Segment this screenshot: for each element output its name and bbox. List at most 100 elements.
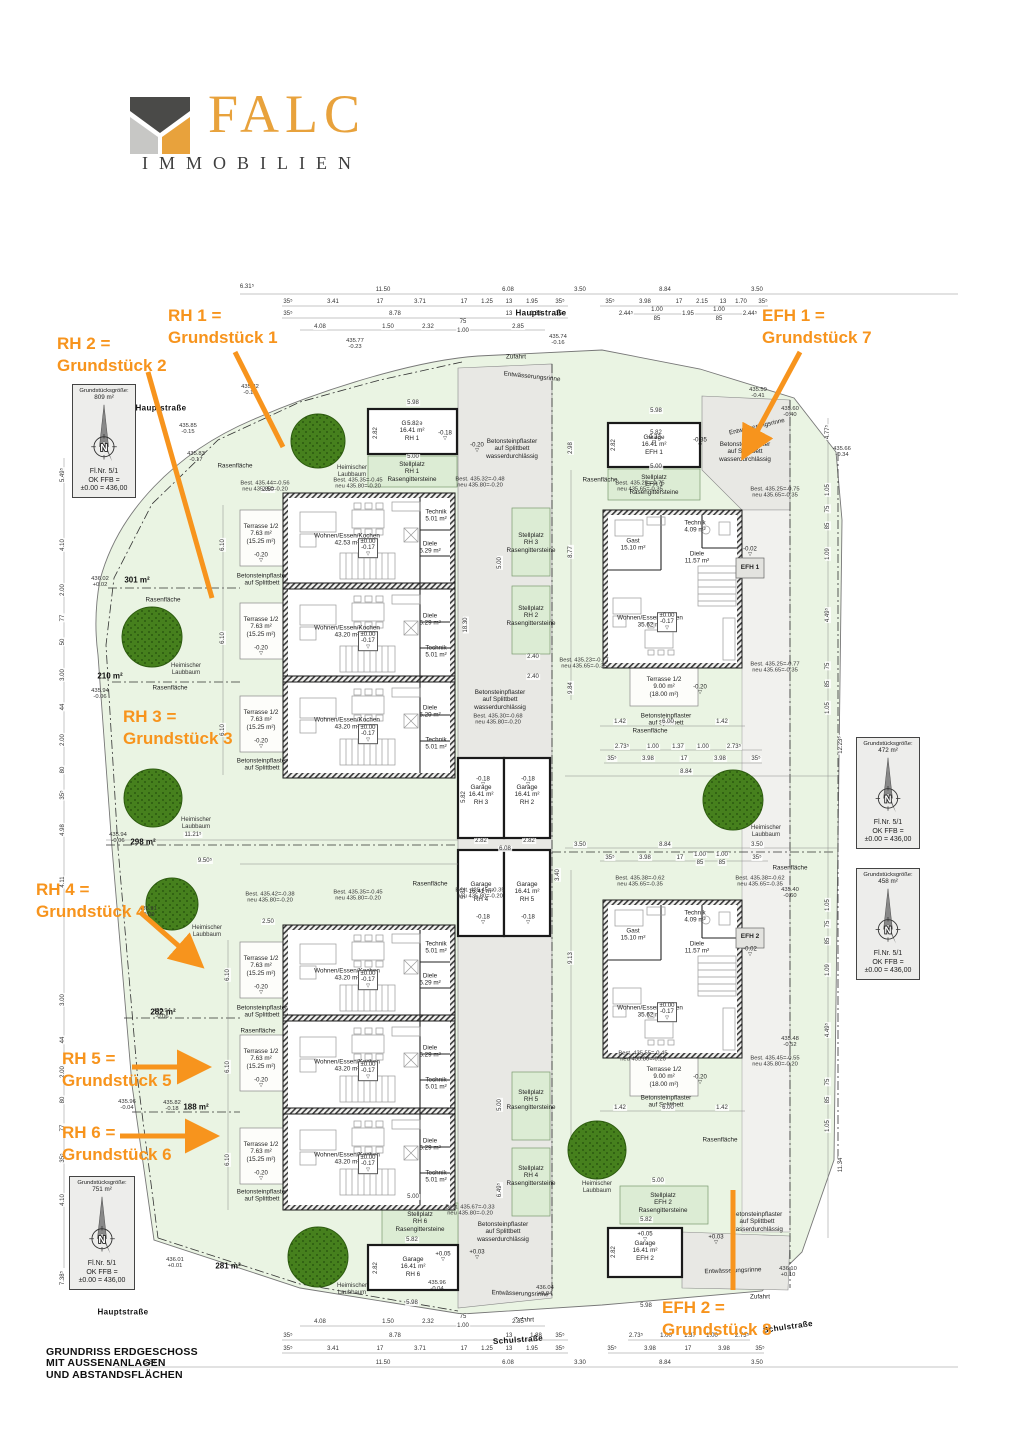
dimension-label: 1.37 xyxy=(671,744,685,750)
parcel-number: Fl.Nr. 5/1 xyxy=(873,818,903,826)
dimension-label: 35⁵ xyxy=(606,1346,618,1352)
efh1-house xyxy=(602,509,743,669)
dimension-label: 1.00 xyxy=(659,1333,673,1339)
dimension-label: 1.50 xyxy=(381,1319,395,1325)
dimension-label: 2.00 xyxy=(60,583,66,597)
efh1-entrance-box xyxy=(735,557,765,579)
dimension-label: 77 xyxy=(60,613,66,623)
site-boundary xyxy=(95,349,843,1315)
dimension-label: 17 xyxy=(679,756,689,762)
area-label: 301 m² xyxy=(124,575,150,585)
compass-box-4: Grundstücksgröße: 751 m² N Fl.Nr. 5/1 OK… xyxy=(69,1176,135,1290)
dimension-label: 2.82 xyxy=(522,838,536,844)
plan-label: Garage 16.41 m² RH 5 xyxy=(514,880,540,903)
level-marker: +0.05 xyxy=(435,1251,450,1262)
dimension-label: 2.40 xyxy=(526,674,540,680)
dimension-label: 5.98 xyxy=(649,408,663,414)
dimension-label: 2.82 xyxy=(474,838,488,844)
plan-label: Betonsteinpflaster auf Splittbett wasser… xyxy=(719,440,771,463)
dimension-label: 80 xyxy=(60,1095,66,1105)
level-marker: ±0.00 -0.17 xyxy=(358,538,378,558)
tree-label: Heimischer Laubbaum xyxy=(336,1282,368,1296)
plot-size-value: 809 m² xyxy=(94,394,114,402)
plot-size-title: Grundstücksgröße: xyxy=(79,388,129,394)
tree-label: Heimischer Laubbaum xyxy=(191,924,223,938)
north-arrow-icon: N xyxy=(875,757,901,813)
dimension-label: 6.10 xyxy=(225,1060,231,1074)
plan-label: Diele 6.29 m² xyxy=(419,972,441,987)
elevation-note: Best. 435.25=-0.75 neu 435.65=-0.35 xyxy=(615,480,665,493)
dimension-label: 6.00 xyxy=(661,1105,675,1111)
dimension-label: 5.82 xyxy=(461,886,467,900)
dimension-label: 1.88 xyxy=(529,1333,543,1339)
plan-label: Garage 16.41 m² RH 3 xyxy=(468,783,494,806)
dimension-label: 6.10 xyxy=(225,968,231,982)
dimension-label: 1.00 xyxy=(715,852,729,858)
plan-label: Rasenfläche xyxy=(145,596,181,604)
plan-label: Terrasse 1/2 7.63 m² (15.25 m²) xyxy=(243,954,279,977)
level-marker: -0.02 xyxy=(743,546,757,557)
plan-label: Technik 5.01 m² xyxy=(425,940,447,955)
dimension-label: 6.00 xyxy=(661,719,675,725)
plan-label: Betonsteinpflaster auf Splittbett wasser… xyxy=(474,688,526,711)
level-marker: -0.18 xyxy=(521,776,535,787)
plan-label: Entwässerungsrinne xyxy=(704,1266,762,1276)
elevation-note: Best. 435.42=-0.38 neu 435.80=-0.20 xyxy=(245,891,295,904)
plan-label: Stellplatz RH 2 Rasengittersteine xyxy=(506,604,556,627)
elevation-reference: ±0.00 = 436,00 xyxy=(78,1277,126,1285)
plan-label: Wohnen/Essen/Kochen 43.20 m² xyxy=(314,1058,380,1073)
spot-elevation: 436.04 +0.04 xyxy=(536,1284,554,1297)
level-marker: +0.05 xyxy=(637,1231,652,1242)
level-marker: ±0.00 -0.17 xyxy=(358,631,378,651)
plan-label: Garage 16.41 m² RH 4 xyxy=(468,880,494,903)
plan-label: Rasenfläche xyxy=(632,727,668,735)
dimension-label: 35⁵ xyxy=(282,1333,294,1339)
dimension-label: 9.13 xyxy=(568,951,574,965)
plan-label: Terrasse 1/2 7.63 m² (15.25 m²) xyxy=(243,1047,279,1070)
efh1-access-paving xyxy=(701,395,791,511)
dimension-label: 35⁵ xyxy=(554,299,566,305)
dimension-label: 75 xyxy=(825,1077,831,1087)
dimension-label: 35⁵ xyxy=(604,855,616,861)
tree xyxy=(290,413,346,469)
plan-label: Rasenfläche xyxy=(702,1136,738,1144)
annotation-rh6: RH 6 = Grundstück 6 xyxy=(62,1123,172,1165)
dimension-label: 2.98 xyxy=(568,441,574,455)
plan-label: Garage 16.41 m² EFH 2 xyxy=(632,1239,658,1262)
dimension-label: 75 xyxy=(825,919,831,929)
dimension-label: 6.08 xyxy=(501,287,515,293)
dimension-label: 1.00 xyxy=(705,1333,719,1339)
dimension-label: 35⁵ xyxy=(60,1152,66,1164)
dimension-label: 1.05 xyxy=(825,483,831,497)
street-label: Schulstraße xyxy=(492,1333,544,1347)
trees xyxy=(121,413,764,1288)
dimension-label: 5.82 xyxy=(406,421,420,427)
dimension-label: 17 xyxy=(375,299,385,305)
plan-label: Rasenfläche xyxy=(152,684,188,692)
plan-label: Technik 4.09 m² xyxy=(684,519,706,534)
annotation-rh5: RH 5 = Grundstück 5 xyxy=(62,1049,172,1091)
level-marker: -0.35 xyxy=(693,437,707,448)
dimension-label: 11.50 xyxy=(374,1360,392,1366)
logo-brand: FALC xyxy=(208,84,367,144)
level-marker: -0.20 xyxy=(470,442,484,453)
annotation-arrow-rh4 xyxy=(138,910,205,969)
plan-label: Wohnen/Essen/Kochen 43.20 m² xyxy=(314,624,380,639)
dimension-label: 18.30 xyxy=(463,616,469,634)
dimension-label: 5.00 xyxy=(406,454,420,460)
plan-label: Entwässerungsrinne xyxy=(491,1289,549,1299)
dimension-label: 17 xyxy=(674,299,684,305)
dimension-label: 1.88 xyxy=(529,311,543,317)
dimension-label: 75 xyxy=(458,1314,468,1320)
dimension-label: 50 xyxy=(60,637,66,647)
dimension-label: 5.00 xyxy=(649,464,663,470)
dimension-label: 5.98 xyxy=(406,400,420,406)
dimension-label: 3.98 xyxy=(713,756,727,762)
level-marker: ±0.00 -0.17 xyxy=(358,1154,378,1174)
dimension-label: 8.78 xyxy=(388,1333,402,1339)
dimension-label: 2.40 xyxy=(526,654,540,660)
dimension-label: 5.49⁵ xyxy=(60,466,66,484)
